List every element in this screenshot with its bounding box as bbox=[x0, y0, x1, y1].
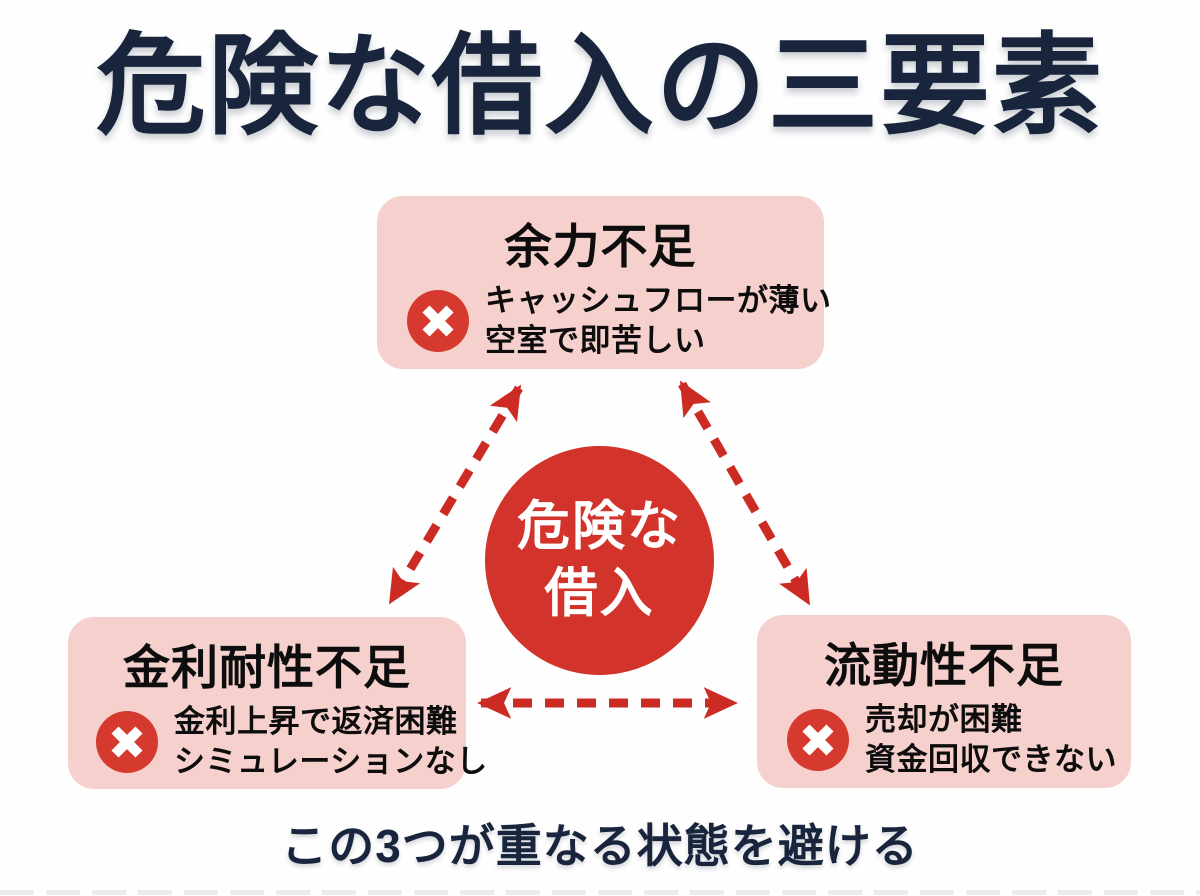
factor-point: 資金回収できない bbox=[865, 742, 1117, 778]
factor-point: シミュレーションなし bbox=[174, 744, 488, 780]
factor-points: 売却が困難 資金回収できない bbox=[865, 700, 1117, 781]
factor-point: 金利上昇で返済困難 bbox=[174, 704, 458, 739]
factor-box-ryudosei: 流動性不足 売却が困難 資金回収できない bbox=[757, 615, 1131, 788]
factor-content: 金利上昇で返済困難 シミュレーションなし bbox=[68, 702, 487, 783]
factor-content: キャッシュフローが薄い 空室で即苦しい bbox=[377, 281, 831, 362]
factor-point: 空室で即苦しい bbox=[485, 323, 706, 359]
cross-icon bbox=[787, 709, 849, 772]
footer-note: この3つが重なる状態を避ける bbox=[281, 820, 919, 872]
factor-content: 売却が困難 資金回収できない bbox=[757, 700, 1131, 781]
cross-icon bbox=[407, 290, 469, 353]
cross-icon bbox=[96, 711, 158, 774]
cropped-bottom-artifact bbox=[0, 890, 1200, 895]
factor-box-yoryoku: 余力不足 キャッシュフローが薄い 空室で即苦しい bbox=[377, 196, 831, 369]
center-label-line1: 危険な bbox=[517, 497, 682, 557]
page-title: 危険な借入の三要素 bbox=[96, 25, 1104, 148]
factor-points: キャッシュフローが薄い 空室で即苦しい bbox=[485, 281, 832, 362]
center-risk-circle: 危険な 借入 bbox=[485, 446, 714, 675]
factor-point: 売却が困難 bbox=[865, 702, 1023, 737]
factor-point: キャッシュフローが薄い bbox=[485, 283, 832, 318]
factor-points: 金利上昇で返済困難 シミュレーションなし bbox=[174, 702, 488, 783]
factor-heading: 金利耐性不足 bbox=[123, 641, 411, 694]
factor-heading: 余力不足 bbox=[504, 220, 697, 273]
center-label-line2: 借入 bbox=[544, 563, 655, 623]
factor-heading: 流動性不足 bbox=[824, 639, 1064, 692]
factor-box-kinri: 金利耐性不足 金利上昇で返済困難 シミュレーションなし bbox=[68, 617, 487, 789]
